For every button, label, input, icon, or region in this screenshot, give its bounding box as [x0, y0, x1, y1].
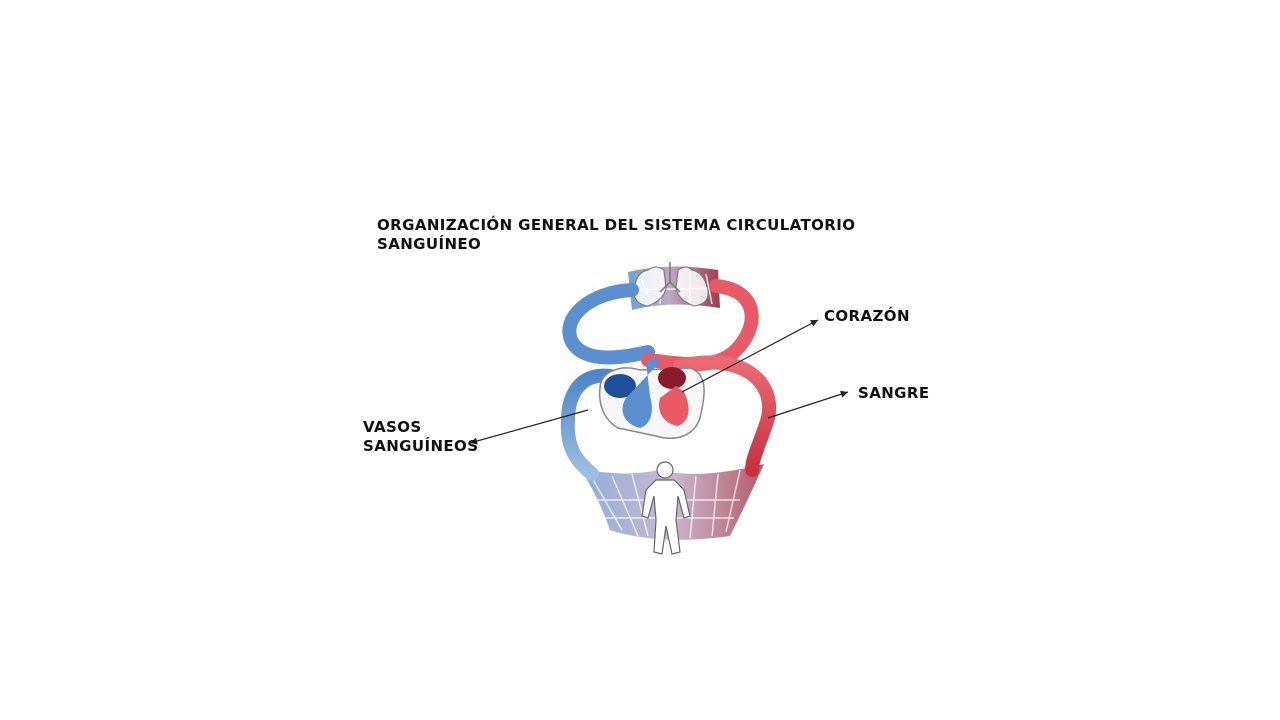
label-blood-vessels: VASOS SANGUÍNEOS	[363, 418, 478, 456]
diagram-title: ORGANIZACIÓN GENERAL DEL SISTEMA CIRCULA…	[377, 216, 897, 254]
pointer-line-blood	[767, 390, 849, 419]
label-blood: SANGRE	[858, 384, 930, 402]
title-line-1: ORGANIZACIÓN GENERAL DEL SISTEMA CIRCULA…	[377, 216, 856, 234]
label-vessels-line-1: VASOS	[363, 418, 422, 436]
left-venous-vessels	[560, 283, 655, 481]
heart-icon	[598, 358, 705, 439]
pointer-line-heart	[681, 319, 819, 393]
label-vessels-line-2: SANGUÍNEOS	[363, 437, 479, 455]
right-arterial-vessels	[641, 279, 777, 477]
pointer-line-vessels	[469, 409, 589, 445]
human-body-icon	[641, 461, 691, 555]
lungs-icon	[633, 262, 709, 307]
title-line-2: SANGUÍNEO	[377, 235, 482, 253]
label-heart: CORAZÓN	[824, 307, 910, 325]
